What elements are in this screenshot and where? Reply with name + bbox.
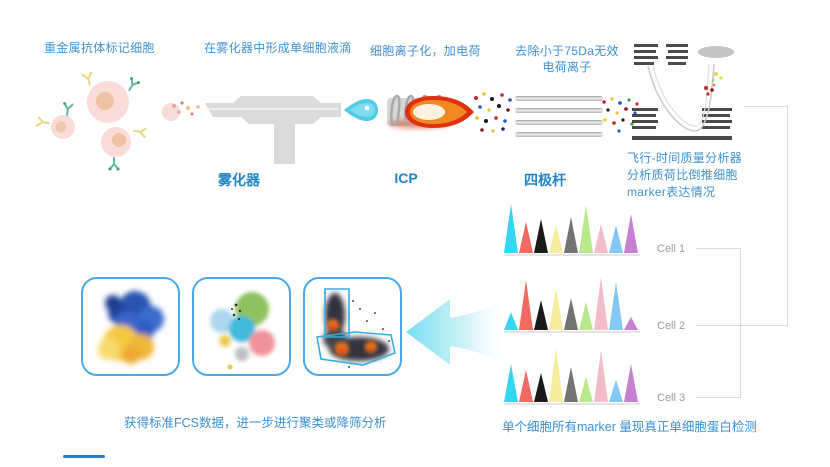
histogram-baseline xyxy=(504,403,640,405)
footer-accent-line xyxy=(63,455,105,458)
tof-label: 飞行-时间质量分析器 分析质荷比倒推细胞 marker表达情况 xyxy=(627,151,742,199)
cell-2-label: Cell 2 xyxy=(657,320,686,332)
step3-label: 细胞离子化，加电荷 xyxy=(370,44,481,58)
single-cell-caption: 单个细胞所有marker 量现真正单细胞蛋白检测 xyxy=(502,420,757,434)
connector-line xyxy=(696,397,740,398)
tsne-plot-thumbnail xyxy=(81,277,180,376)
connector-line xyxy=(787,106,788,326)
tsne-blobs-icon xyxy=(98,291,164,364)
quadrupole-icon xyxy=(515,96,603,137)
filtered-ion-cloud-icon xyxy=(602,97,639,133)
histogram-baseline xyxy=(504,331,640,333)
cluster-blobs-icon xyxy=(210,292,275,370)
cell-1-histogram: Cell 1 xyxy=(504,197,744,257)
connector-line xyxy=(740,248,741,398)
cell-2-histogram: Cell 2 xyxy=(504,274,744,334)
density-gates-icon xyxy=(316,288,396,368)
cell-spray-icon xyxy=(172,101,200,116)
step1-label: 重金属抗体标记细胞 xyxy=(44,41,155,55)
tof-analyzer-icon xyxy=(632,44,734,140)
cell-3-histogram: Cell 3 xyxy=(504,346,744,406)
nebulizer-label: 雾化器 xyxy=(218,172,260,188)
step2-label: 在雾化器中形成单细胞液滴 xyxy=(204,41,352,55)
cell-3-label: Cell 3 xyxy=(657,392,686,404)
quadrupole-label: 四极杆 xyxy=(524,172,566,188)
connector-line xyxy=(696,248,740,249)
cluster-plot-thumbnail xyxy=(192,277,291,376)
gating-plot-thumbnail xyxy=(303,277,402,376)
connector-line xyxy=(696,325,787,326)
cell-1-label: Cell 1 xyxy=(657,243,686,255)
histogram-baseline xyxy=(504,254,640,256)
ion-cloud-icon xyxy=(474,92,512,133)
arrow-left-icon xyxy=(406,295,510,369)
marker-peaks xyxy=(504,204,638,253)
connector-line xyxy=(744,106,787,107)
step4-label: 去除小于75Da无效 电荷离子 xyxy=(515,44,619,74)
labeled-cells-icon xyxy=(35,71,180,171)
fcs-caption: 获得标准FCS数据，进一步进行聚类或降筛分析 xyxy=(124,416,387,430)
nebulizer-icon xyxy=(205,96,378,164)
icp-label: ICP xyxy=(394,170,418,186)
icp-torch-icon xyxy=(387,94,474,129)
detected-ions-icon xyxy=(704,72,723,96)
marker-peaks xyxy=(504,348,638,402)
marker-peaks xyxy=(504,277,638,330)
